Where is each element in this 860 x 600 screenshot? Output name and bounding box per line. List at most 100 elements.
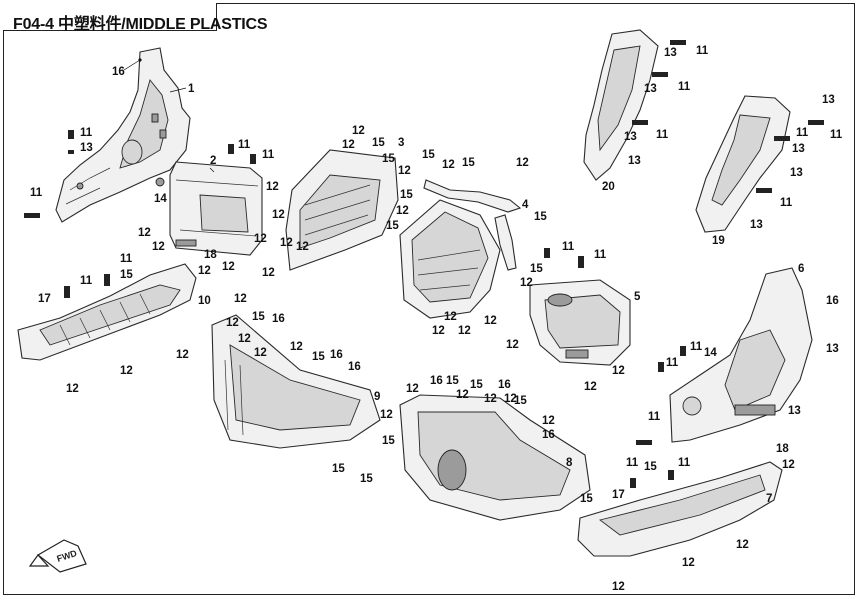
callout-15: 15: [382, 153, 395, 165]
callout-13: 13: [822, 94, 835, 106]
callout-12: 12: [442, 159, 455, 171]
callout-12: 12: [484, 393, 497, 405]
callout-15: 15: [446, 375, 459, 387]
callout-15: 15: [462, 157, 475, 169]
diagram-frame: [3, 3, 855, 595]
part-middle-tray: [399, 199, 501, 319]
callout-16: 16: [498, 379, 511, 391]
callout-12: 12: [782, 459, 795, 471]
callout-layer: 1 16 11 13 11 14 2 11 11 12 12 12: [24, 40, 843, 593]
callout-18: 18: [776, 443, 789, 455]
callout-12: 12: [584, 381, 597, 393]
callout-12: 12: [484, 315, 497, 327]
part-6-right-side-panel: [669, 267, 813, 443]
callout-11: 11: [656, 129, 669, 141]
callout-15: 15: [470, 379, 483, 391]
callout-9: 9: [374, 391, 380, 403]
callout-11: 11: [696, 45, 709, 57]
callout-13: 13: [664, 47, 677, 59]
callout-12: 12: [226, 317, 239, 329]
callout-18: 18: [204, 249, 217, 261]
part-5-console-box: [529, 279, 631, 366]
callout-16: 16: [330, 349, 343, 361]
callout-15: 15: [332, 463, 345, 475]
callout-12: 12: [432, 325, 445, 337]
callout-11: 11: [120, 253, 133, 265]
callout-13: 13: [644, 83, 657, 95]
callout-13: 13: [826, 343, 839, 355]
callout-11: 11: [262, 149, 275, 161]
callout-11: 11: [30, 187, 43, 199]
callout-12: 12: [506, 339, 519, 351]
callout-12: 12: [280, 237, 293, 249]
callout-12: 12: [272, 209, 285, 221]
callout-3: 3: [398, 137, 404, 149]
callout-17: 17: [612, 489, 625, 501]
callout-12: 12: [380, 409, 393, 421]
callout-12: 12: [516, 157, 529, 169]
callout-11: 11: [830, 129, 843, 141]
callout-12: 12: [234, 293, 247, 305]
callout-15: 15: [644, 461, 657, 473]
callout-12: 12: [504, 393, 517, 405]
callout-15: 15: [530, 263, 543, 275]
callout-16: 16: [430, 375, 443, 387]
part-7-right-running-board: [577, 461, 783, 557]
callout-13: 13: [790, 167, 803, 179]
callout-12: 12: [266, 181, 279, 193]
callout-17: 17: [38, 293, 51, 305]
callout-12: 12: [138, 227, 151, 239]
callout-11: 11: [238, 139, 251, 151]
callout-15: 15: [422, 149, 435, 161]
part-3-upper-middle-panel: [285, 149, 399, 271]
callout-12: 12: [398, 165, 411, 177]
callout-12: 12: [520, 277, 533, 289]
callout-7: 7: [766, 493, 772, 505]
callout-12: 12: [198, 265, 211, 277]
callout-12: 12: [152, 241, 165, 253]
callout-16: 16: [542, 429, 555, 441]
callout-11: 11: [80, 127, 93, 139]
callout-15: 15: [514, 395, 527, 407]
part-20-fender-strip: [583, 29, 659, 181]
part-1-left-upper-panel: [55, 47, 191, 223]
callout-11: 11: [626, 457, 639, 469]
callout-16: 16: [272, 313, 285, 325]
callout-15: 15: [372, 137, 385, 149]
callout-20: 20: [602, 181, 615, 193]
callout-12: 12: [396, 205, 409, 217]
callout-13: 13: [628, 155, 641, 167]
callout-2: 2: [210, 155, 216, 167]
callout-12: 12: [736, 539, 749, 551]
callout-11: 11: [780, 197, 793, 209]
callout-12: 12: [682, 557, 695, 569]
callout-8: 8: [566, 457, 573, 469]
callout-12: 12: [542, 415, 555, 427]
callout-5: 5: [634, 291, 641, 303]
part-9-left-floor-panel: [211, 314, 381, 449]
callout-11: 11: [678, 457, 691, 469]
callout-12: 12: [238, 333, 251, 345]
title-box: F04-4 中塑料件/MIDDLE PLASTICS: [3, 3, 268, 33]
callout-12: 12: [262, 267, 275, 279]
callout-19: 19: [712, 235, 725, 247]
callout-12: 12: [66, 383, 79, 395]
callout-15: 15: [386, 220, 399, 232]
callout-12: 12: [120, 365, 133, 377]
part-2-bracket-box: [169, 161, 263, 256]
callout-13: 13: [80, 142, 93, 154]
callout-11: 11: [594, 249, 607, 261]
callout-6: 6: [798, 263, 804, 275]
callout-15: 15: [534, 211, 547, 223]
callout-15: 15: [252, 311, 265, 323]
callout-13: 13: [792, 143, 805, 155]
callout-12: 12: [296, 241, 309, 253]
callout-1: 1: [188, 83, 195, 95]
callout-11: 11: [678, 81, 691, 93]
callout-15: 15: [312, 351, 325, 363]
callout-14: 14: [154, 193, 167, 205]
callout-15: 15: [400, 189, 413, 201]
callout-14: 14: [704, 347, 717, 359]
callout-12: 12: [406, 383, 419, 395]
